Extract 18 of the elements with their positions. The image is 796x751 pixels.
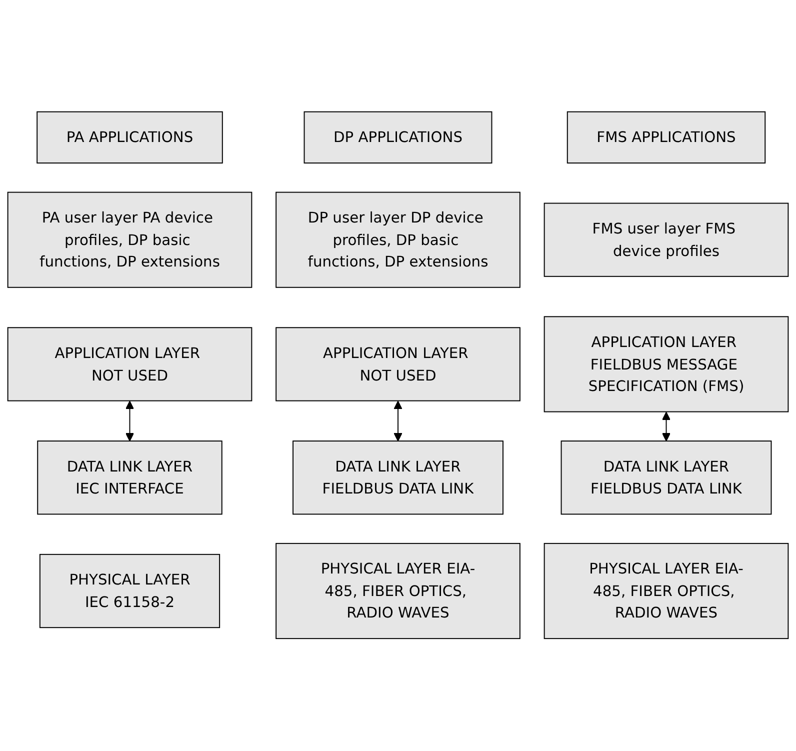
- node-box: PHYSICAL LAYER IEC 61158-2: [39, 554, 220, 628]
- node-box: DATA LINK LAYER IEC INTERFACE: [37, 440, 222, 515]
- node-box: APPLICATION LAYER NOT USED: [7, 327, 252, 402]
- node-box: PHYSICAL LAYER EIA-485, FIBER OPTICS, RADIO WAVES: [276, 543, 520, 640]
- arrow: [125, 401, 134, 442]
- node-box: APPLICATION LAYER FIELDBUS MESSAGE SPECIFICATION (FMS): [544, 316, 789, 413]
- node-box: DATA LINK LAYER FIELDBUS DATA LINK: [560, 440, 772, 515]
- node-box: DP APPLICATIONS: [304, 112, 492, 164]
- arrow: [394, 401, 402, 442]
- node-box: PA user layer PA device profiles, DP basic functions, DP extensions: [7, 192, 252, 288]
- node-box: DP user layer DP device profiles, DP basic functions, DP extensions: [276, 192, 520, 288]
- arrow: [662, 412, 671, 442]
- node-box: FMS APPLICATIONS: [566, 112, 766, 164]
- node-box: DATA LINK LAYER FIELDBUS DATA LINK: [292, 440, 504, 515]
- node-box: PHYSICAL LAYER EIA-485, FIBER OPTICS, RADIO WAVES: [544, 543, 789, 640]
- node-box: APPLICATION LAYER NOT USED: [276, 327, 520, 402]
- node-box: FMS user layer FMS device profiles: [544, 203, 789, 278]
- node-box: PA APPLICATIONS: [36, 112, 223, 164]
